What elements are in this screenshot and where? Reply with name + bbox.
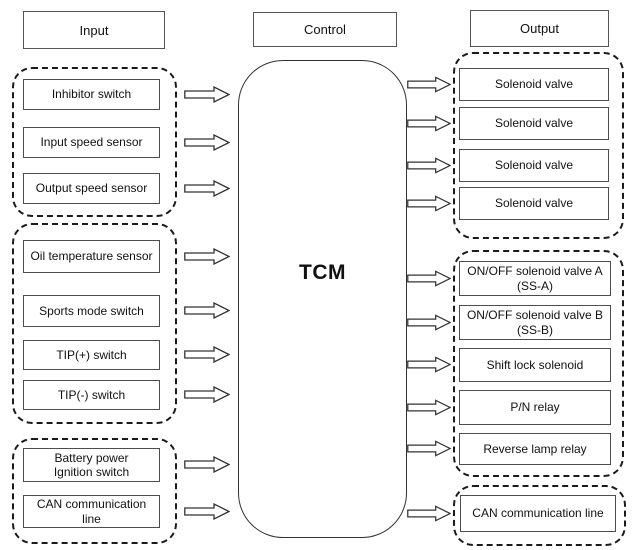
flow-arrow-icon [407,76,451,93]
output-column-title: Output [470,10,609,47]
flow-arrow-icon [407,399,451,416]
output-box-onoff-solenoid-a: ON/OFF solenoid valve A (SS-A) [459,261,611,296]
output-box-reverse-lamp-relay: Reverse lamp relay [459,433,611,465]
input-box-oil-temperature-sensor: Oil temperature sensor [23,240,160,273]
input-group-power-can [12,438,177,544]
flow-arrow-icon [407,115,451,132]
input-box-tip-plus-switch: TIP(+) switch [23,340,160,370]
output-box-solenoid-valve-3: Solenoid valve [459,149,609,182]
input-group-switch-sensors [12,67,177,217]
output-group-solenoid-valves [453,52,624,239]
flow-arrow-icon [407,505,451,522]
flow-arrow-icon [184,134,230,151]
flow-arrow-icon [184,456,230,473]
flow-arrow-icon [184,248,230,265]
flow-arrow-icon [184,503,230,520]
flow-arrow-icon [407,440,451,457]
input-box-input-speed-sensor: Input speed sensor [23,127,160,158]
flow-arrow-icon [407,356,451,373]
output-box-solenoid-valve-2: Solenoid valve [459,107,609,140]
flow-arrow-icon [184,302,230,319]
input-box-can-line: CAN communication line [23,495,160,528]
flow-arrow-icon [184,180,230,197]
input-group-mode-switches [12,223,177,424]
input-box-tip-minus-switch: TIP(-) switch [23,380,160,410]
output-box-pn-relay: P/N relay [459,390,611,425]
input-column-title: Input [23,11,165,49]
output-box-solenoid-valve-1: Solenoid valve [459,68,609,101]
tcm-label: TCM [299,261,346,284]
input-box-battery-ignition: Battery power Ignition switch [23,448,160,482]
flow-arrow-icon [184,346,230,363]
flow-arrow-icon [184,386,230,403]
output-group-can [453,485,626,546]
input-box-sports-mode-switch: Sports mode switch [23,295,160,327]
tcm-block [238,60,407,538]
flow-arrow-icon [407,314,451,331]
flow-arrow-icon [407,157,451,174]
output-box-onoff-solenoid-b: ON/OFF solenoid valve B (SS-B) [459,305,611,340]
input-box-inhibitor-switch: Inhibitor switch [23,79,160,110]
output-group-actuators [453,250,624,477]
control-column-title: Control [253,12,397,47]
output-box-can-line: CAN communication line [460,495,616,532]
input-box-output-speed-sensor: Output speed sensor [23,173,160,204]
flow-arrow-icon [407,270,451,287]
flow-arrow-icon [184,86,230,103]
output-box-solenoid-valve-4: Solenoid valve [459,187,609,220]
output-box-shift-lock-solenoid: Shift lock solenoid [459,348,611,382]
flow-arrow-icon [407,195,451,212]
